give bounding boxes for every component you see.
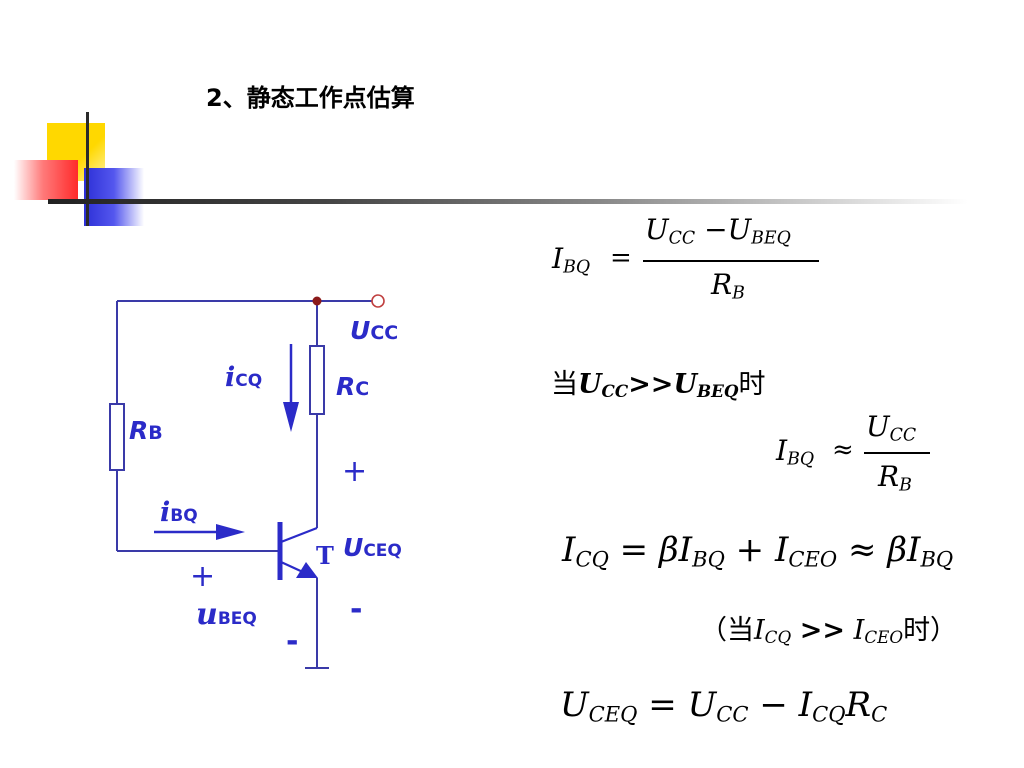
eq3-icq: ICQ = βIBQ + ICEO ≈ βIBQ	[562, 530, 954, 572]
eq2-fraction-bar	[864, 452, 930, 454]
label-uceq: UCEQ	[343, 533, 402, 562]
resistor-rc	[309, 345, 325, 415]
title-number: 2	[206, 84, 223, 112]
label-plus-be: +	[190, 559, 216, 594]
eq1-denominator: RB	[711, 268, 745, 304]
ucc-terminal	[371, 294, 385, 308]
label-ibq: iBQ	[160, 497, 198, 528]
eq4-uceq: UCEQ = UCC − ICQRC	[560, 685, 888, 727]
label-plus-ce: +	[342, 454, 368, 489]
label-icq: iCQ	[225, 362, 263, 393]
deco-blue-square	[84, 168, 144, 226]
condition-2: （当ICQ >> ICEO时）	[700, 615, 958, 648]
emitter-arrow	[296, 562, 318, 578]
condition-1: 当UCC>>UBEQ时	[551, 369, 766, 402]
eq2-denominator: RB	[878, 460, 912, 496]
label-minus-be: -	[286, 624, 299, 659]
junction-node	[312, 296, 322, 306]
slide-title: 2、静态工作点估算	[206, 78, 415, 113]
eq2-lhs: IBQ	[776, 434, 815, 470]
label-transistor: T	[316, 541, 334, 570]
deco-horizontal-rule	[48, 199, 968, 204]
eq1-numerator: UCC −UBEQ	[645, 213, 791, 249]
eq1-lhs: IBQ	[552, 242, 591, 278]
ibq-arrow	[154, 524, 245, 540]
transistor	[277, 522, 318, 580]
circuit-diagram	[109, 294, 385, 669]
eq2-numerator: UCC	[866, 410, 917, 446]
resistor-rb	[109, 403, 125, 471]
label-rc: RC	[336, 372, 370, 401]
deco-red-bar	[14, 160, 78, 200]
deco-vertical-line	[86, 112, 89, 226]
eq2-approx: ≈	[832, 435, 854, 465]
icq-arrow	[283, 344, 299, 432]
label-minus-ce: -	[350, 592, 363, 627]
eq1-fraction-bar	[643, 260, 819, 262]
label-rb: RB	[129, 416, 163, 445]
eq1-equals: =	[610, 243, 632, 273]
label-ucc: UCC	[350, 316, 399, 345]
label-ubeq: uBEQ	[196, 597, 257, 632]
title-text: 、静态工作点估算	[222, 84, 415, 112]
